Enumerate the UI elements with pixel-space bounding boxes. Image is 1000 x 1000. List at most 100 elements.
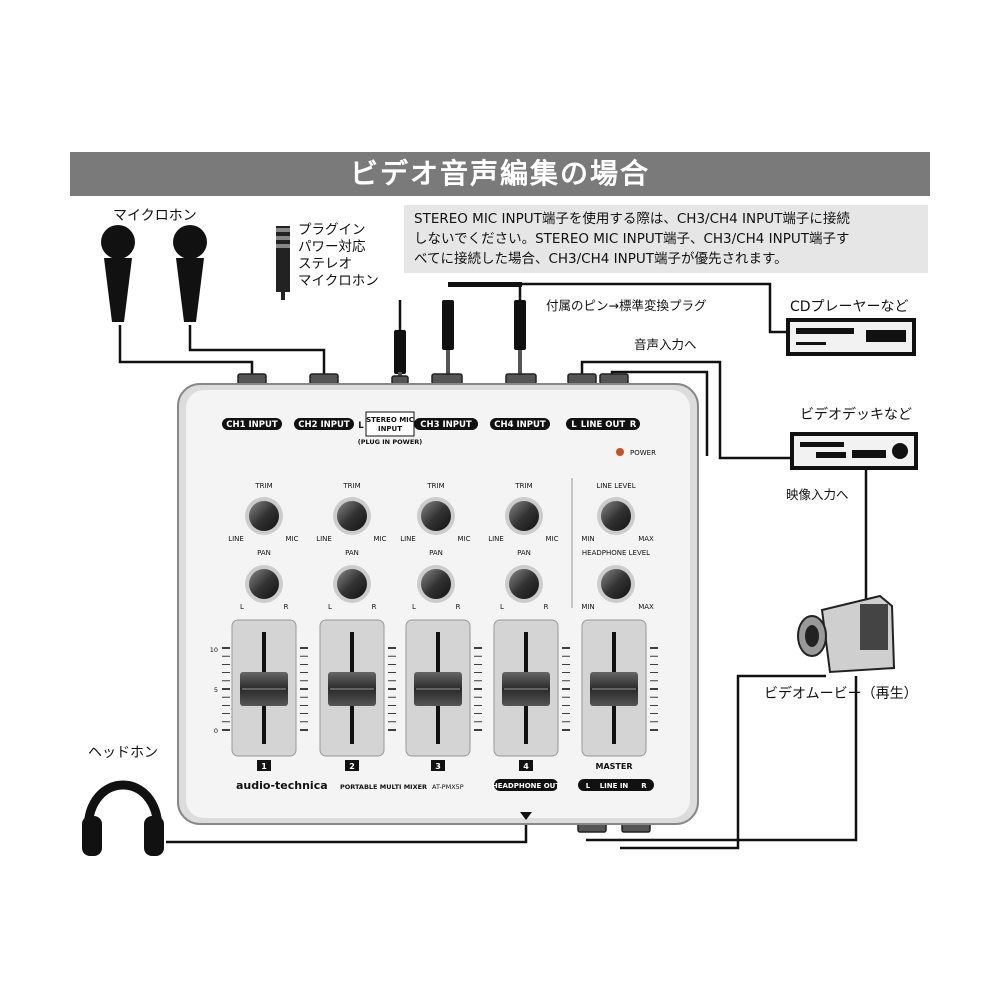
fader-knob[interactable] [502,672,550,706]
note-line: べてに接続した場合、CH3/CH4 INPUT端子が優先されます。 [414,251,788,267]
stereo-mic-icon [276,226,290,300]
channel-number: 4 [523,762,529,771]
knob[interactable] [333,565,371,603]
plugin-mic-label-line: ステレオ [298,256,352,272]
mic-label: MIC [374,535,387,543]
audio-in-label: 音声入力へ [634,337,697,352]
trim-label: TRIM [426,482,444,490]
microphone-label: マイクロホン [113,208,197,224]
max-label: MAX [638,603,654,611]
plugin-mic-label-line: パワー対応 [298,239,366,255]
knob[interactable] [505,565,543,603]
plugin-mic-label: プラグイン パワー対応 ステレオ マイクロホン [298,222,379,290]
headphone-jack [520,812,532,820]
pan-left-label: L [412,603,416,611]
line-level-knob[interactable] [597,497,635,535]
pan-right-label: R [544,603,549,611]
plug-in-power-label: (PLUG IN POWER) [358,438,423,446]
headphones-icon [82,780,164,856]
ch2-input-label: CH2 INPUT [298,420,350,430]
max-label: MAX [638,535,654,543]
camcorder-label: ビデオムービー（再生） [764,686,918,702]
pan-right-label: R [284,603,289,611]
video-deck-label: ビデオデッキなど [800,407,912,423]
plugin-mic-label-line: プラグイン [298,222,366,238]
stereo-mic-label: INPUT [378,425,402,433]
cd-player-label: CDプレーヤーなど [790,299,909,315]
pan-label: PAN [257,549,271,557]
knob[interactable] [245,565,283,603]
product-name: PORTABLE MULTI MIXER [340,783,427,791]
master-fader-knob[interactable] [590,672,638,706]
headphone-level-knob[interactable] [597,565,635,603]
fader-knob[interactable] [240,672,288,706]
right-label: R [415,421,422,431]
headphone-level-label: HEADPHONE LEVEL [582,549,650,557]
microphone-icon [173,225,207,322]
microphone-icon [101,225,135,322]
channel-number: 2 [349,762,355,771]
right-label: R [630,420,637,430]
note-line: STEREO MIC INPUT端子を使用する際は、CH3/CH4 INPUT端… [414,211,850,227]
page-title: ビデオ音声編集の場合 [70,152,930,196]
mic-label: MIC [458,535,471,543]
pan-right-label: R [456,603,461,611]
mixer-body [177,383,699,825]
min-label: MIN [581,603,594,611]
mini-plug-icon [394,330,406,380]
pan-label: PAN [429,549,443,557]
pan-right-label: R [372,603,377,611]
knob[interactable] [417,497,455,535]
video-in-label: 映像入力へ [786,487,849,502]
knob[interactable] [505,497,543,535]
note-line: しないでください。STEREO MIC INPUT端子、CH3/CH4 INPU… [414,231,850,247]
pan-label: PAN [517,549,531,557]
line-label: LINE [316,535,332,543]
ch4-input-label: CH4 INPUT [494,420,546,430]
line-label: LINE [488,535,504,543]
video-deck-icon [790,432,918,470]
phone-plug-icon [514,300,526,378]
pan-left-label: L [328,603,332,611]
line-level-label: LINE LEVEL [596,482,635,490]
plugin-mic-label-line: マイクロホン [298,273,379,289]
left-label: L [571,420,577,430]
min-label: MIN [581,535,594,543]
cd-player-icon [786,318,916,356]
scale-10-label: 10 [210,646,218,654]
pan-label: PAN [345,549,359,557]
adapter-label: 付属のピン→標準変換プラグ [546,298,707,313]
fader-knob[interactable] [328,672,376,706]
scale-5-label: 5 [214,686,218,694]
ch3-input-label: CH3 INPUT [420,420,472,430]
knob[interactable] [333,497,371,535]
pan-left-label: L [500,603,504,611]
phone-plug-icon [442,300,454,378]
knob[interactable] [245,497,283,535]
trim-label: TRIM [342,482,360,490]
stereo-mic-label: STEREO MIC [366,416,414,424]
line-out-label: LINE OUT [581,420,626,430]
trim-label: TRIM [254,482,272,490]
ch1-input-label: CH1 INPUT [226,420,278,430]
pan-left-label: L [240,603,244,611]
headphone-out-label: HEADPHONE OUT [492,782,561,790]
line-in-label: LINE IN [600,782,629,790]
channel-number: 3 [435,762,441,771]
power-label: POWER [630,449,656,457]
camcorder-icon [797,594,896,674]
scale-0-label: 0 [214,727,218,735]
brand-logo: audio-technica [236,779,328,792]
knob[interactable] [417,565,455,603]
right-label: R [641,782,647,790]
trim-label: TRIM [514,482,532,490]
channel-number: 1 [261,762,267,771]
model-number: AT-PMX5P [432,783,464,791]
left-label: L [358,421,364,431]
master-label: MASTER [596,762,633,771]
connection-note: STEREO MIC INPUT端子を使用する際は、CH3/CH4 INPUT端… [404,205,928,273]
fader-knob[interactable] [414,672,462,706]
mic-label: MIC [546,535,559,543]
headphone-label: ヘッドホン [88,745,158,761]
